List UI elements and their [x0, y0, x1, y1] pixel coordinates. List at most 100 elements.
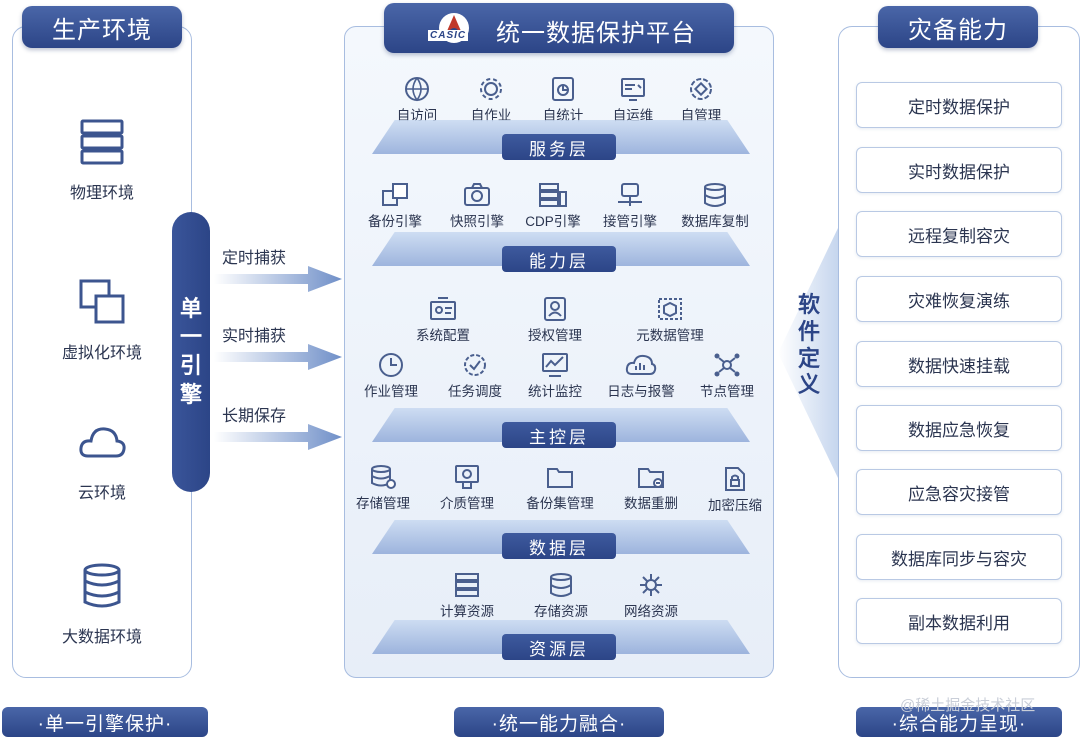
arrow-right-icon	[214, 424, 342, 450]
storage-database-icon	[550, 573, 572, 597]
storage-icon	[371, 465, 396, 489]
control-item: 作业管理	[346, 352, 436, 400]
casic-logo	[439, 13, 469, 43]
database-icon	[83, 563, 121, 608]
production-title: 生产环境	[22, 6, 182, 48]
cdp-server-icon	[539, 183, 567, 207]
resource-item: 网络资源	[606, 572, 696, 620]
ability-item: 数据库复制	[668, 182, 762, 230]
clock-icon	[379, 353, 403, 377]
arrow-label-realtime: 实时捕获	[222, 328, 287, 345]
single-engine: 单 一 引 擎	[172, 212, 210, 492]
capability-item: 实时数据保护	[856, 147, 1062, 193]
service-item: 自访问	[372, 76, 462, 124]
cloud-icon	[79, 427, 126, 458]
control-item: 元数据管理	[622, 296, 718, 344]
camera-icon	[464, 183, 490, 206]
data-item: 数据重删	[606, 464, 696, 512]
control-item: 系统配置	[398, 296, 488, 344]
ability-item: 备份引擎	[350, 182, 440, 230]
env-virtual-label: 虚拟化环境	[61, 345, 142, 362]
data-item: 介质管理	[422, 464, 512, 512]
ability-item: CDP引擎	[508, 182, 598, 230]
capability-item: 远程复制容灾	[856, 211, 1062, 257]
engine-char: 单	[179, 295, 202, 321]
arrow-right-icon	[214, 266, 342, 292]
statistics-icon	[552, 77, 574, 101]
server-icon	[80, 119, 124, 165]
media-icon	[455, 465, 479, 489]
env-bigdata-label: 大数据环境	[61, 629, 142, 646]
task-schedule-icon	[464, 354, 486, 376]
resource-item: 计算资源	[422, 572, 512, 620]
service-item: 自管理	[656, 76, 746, 124]
data-layer-label: 数据层	[502, 533, 616, 559]
takeover-icon	[618, 183, 642, 206]
capability-title: 灾备能力	[878, 6, 1038, 48]
resource-item: 存储资源	[516, 572, 606, 620]
ability-item: 快照引擎	[432, 182, 522, 230]
engine-char: 擎	[179, 381, 202, 407]
resource-layer-label: 资源层	[502, 634, 616, 660]
capability-item: 副本数据利用	[856, 598, 1062, 644]
cloud-alarm-icon	[625, 354, 657, 375]
footer-unified-ability: ·统一能力融合·	[454, 707, 664, 737]
gear-icon	[480, 78, 502, 100]
service-layer-label: 服务层	[502, 134, 616, 160]
data-item: 备份集管理	[508, 464, 612, 512]
env-bigdata: 大数据环境	[12, 562, 192, 647]
backup-engine-icon	[382, 183, 408, 206]
monitor-chart-icon	[542, 353, 568, 377]
capability-item: 数据快速挂载	[856, 341, 1062, 387]
capability-item: 灾难恢复演练	[856, 276, 1062, 322]
engine-char: 引	[179, 353, 202, 378]
casic-logo-text: CASIC	[428, 30, 469, 41]
monitor-ops-icon	[621, 78, 645, 101]
capability-item: 数据库同步与容灾	[856, 534, 1062, 580]
arrow-right-icon	[214, 344, 342, 370]
env-cloud: 云环境	[12, 418, 192, 503]
folder-icon	[547, 468, 573, 488]
arrow-label-longterm: 长期保存	[222, 408, 287, 425]
config-icon	[430, 297, 456, 320]
control-item: 日志与报警	[596, 352, 686, 400]
platform-title: 统一数据保护平台	[496, 20, 696, 47]
virtual-windows-icon	[79, 279, 125, 324]
metadata-icon	[658, 298, 682, 320]
database-copy-icon	[704, 183, 726, 207]
watermark: @稀土掘金技术社区	[900, 697, 1036, 714]
globe-icon	[405, 77, 429, 102]
software-defined-label: 软 件 定 义	[797, 292, 820, 398]
compute-server-icon	[455, 573, 479, 597]
arrow-label-scheduled: 定时捕获	[222, 250, 287, 267]
platform-header: CASIC 统一数据保护平台	[384, 3, 734, 53]
control-layer-label: 主控层	[502, 422, 616, 448]
service-item: 自运维	[588, 76, 678, 124]
control-item: 任务调度	[430, 352, 520, 400]
node-network-icon	[714, 353, 740, 377]
data-item: 加密压缩	[690, 466, 780, 514]
dedup-folder-icon	[638, 468, 664, 488]
capability-item: 应急容灾接管	[856, 469, 1062, 515]
ability-item: 接管引擎	[585, 182, 675, 230]
service-item: 自作业	[446, 76, 536, 124]
control-item: 节点管理	[682, 352, 772, 400]
env-cloud-label: 云环境	[77, 485, 126, 502]
capability-item: 定时数据保护	[856, 82, 1062, 128]
env-virtual: 虚拟化环境	[12, 278, 192, 363]
settings-icon	[690, 78, 712, 100]
control-item: 统计监控	[510, 352, 600, 400]
env-physical: 物理环境	[12, 118, 192, 203]
engine-char: 一	[179, 324, 202, 350]
footer-single-engine: ·单一引擎保护·	[2, 707, 208, 737]
authorization-icon	[544, 297, 566, 321]
lock-file-icon	[725, 467, 745, 491]
ability-layer-label: 能力层	[502, 246, 616, 272]
data-item: 存储管理	[338, 464, 428, 512]
footer-comprehensive: ·综合能力呈现·	[856, 707, 1062, 737]
control-item: 授权管理	[510, 296, 600, 344]
service-item: 自统计	[518, 76, 608, 124]
network-icon	[640, 574, 662, 596]
env-physical-label: 物理环境	[69, 185, 134, 202]
capability-item: 数据应急恢复	[856, 405, 1062, 451]
